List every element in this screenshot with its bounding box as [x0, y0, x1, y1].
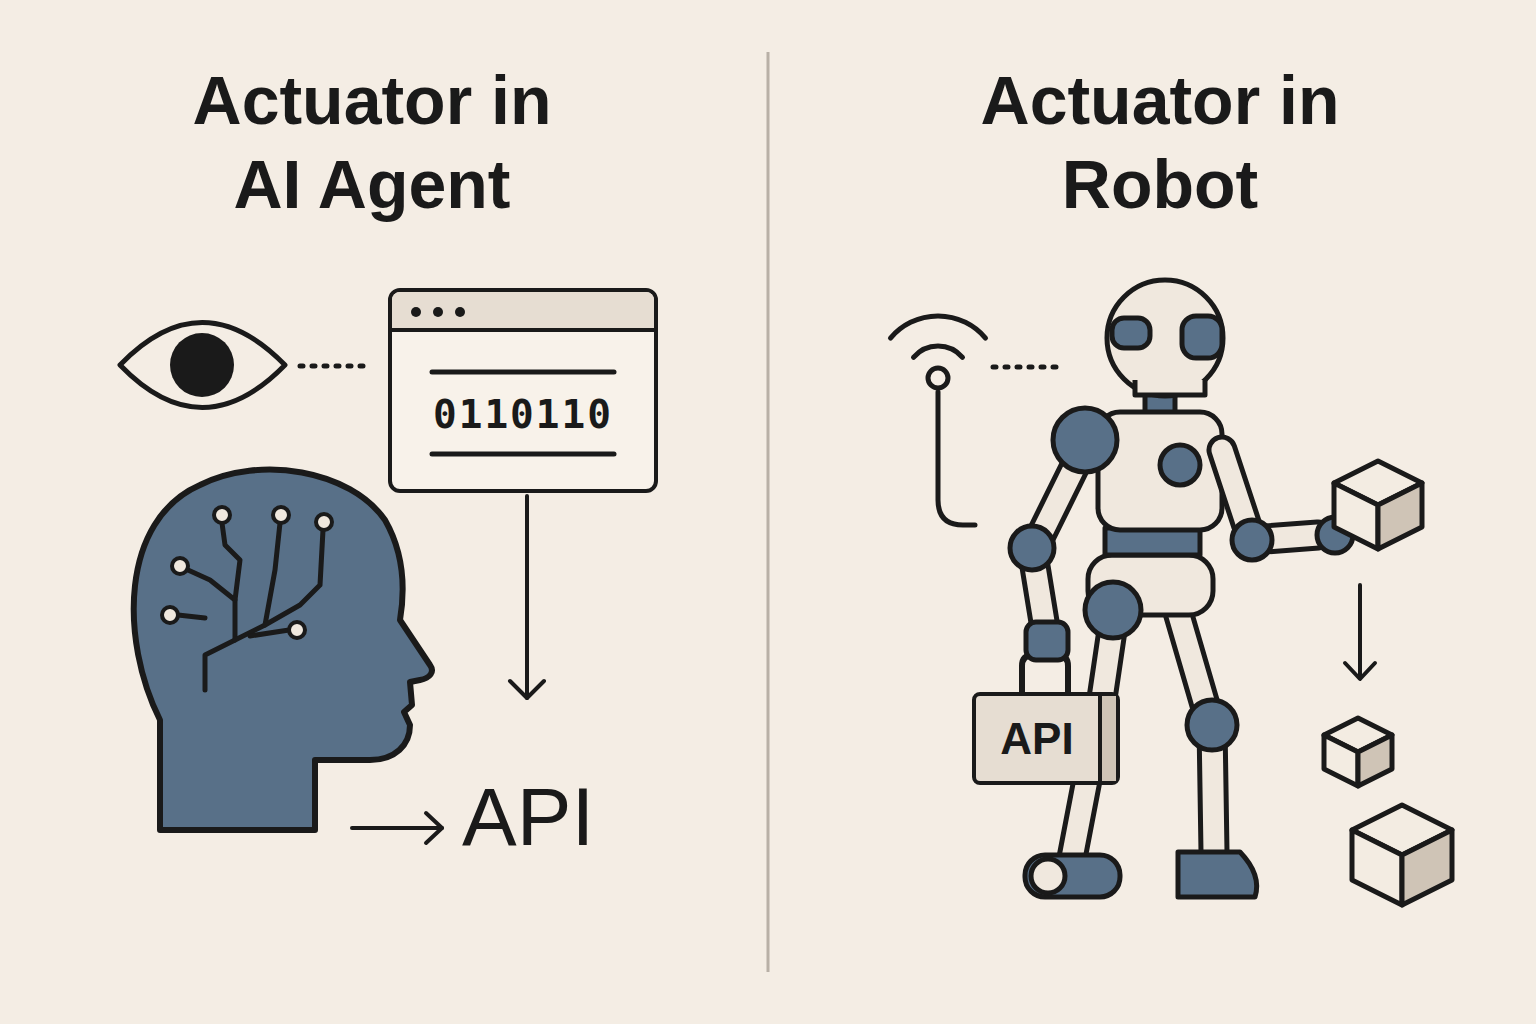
arrow-right [352, 813, 442, 843]
api-briefcase: API [972, 692, 1120, 785]
panel-heading: Actuator in AI Agent [162, 58, 582, 226]
panel-heading: Actuator in Robot [950, 58, 1370, 226]
dotted-link [993, 365, 1062, 370]
cube-icons [1324, 461, 1452, 905]
dotted-link [300, 364, 368, 369]
panel: Actuator in RobotAPI [768, 0, 1536, 1024]
binary-code: 0110110 [392, 387, 654, 441]
browser-window: 0110110 [388, 288, 658, 493]
window-chrome [392, 292, 654, 489]
wifi-icon [891, 316, 986, 525]
arrow-down [1345, 585, 1375, 679]
robot-figure [1010, 280, 1353, 897]
briefcase-label: API [1000, 714, 1073, 764]
arrow-down [510, 496, 544, 698]
api-label: API [462, 776, 594, 858]
panel-divider [767, 52, 770, 972]
eye-icon [120, 323, 285, 408]
ai-head-icon [134, 470, 432, 830]
briefcase-strip [1098, 696, 1116, 781]
panel: Actuator in AI Agent 0110110 [0, 0, 768, 1024]
